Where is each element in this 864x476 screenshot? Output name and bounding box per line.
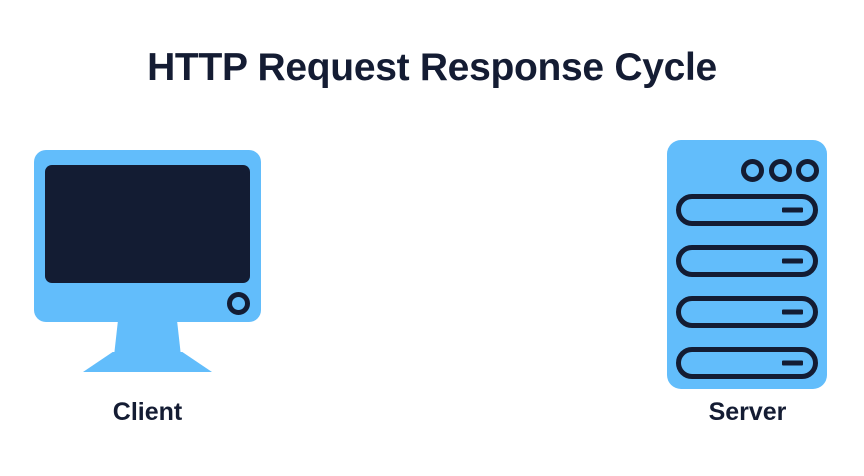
page-title: HTTP Request Response Cycle — [147, 46, 717, 89]
monitor-stand-base — [83, 352, 212, 372]
server-figure: Server — [600, 130, 864, 426]
client-label: Client — [112, 398, 183, 426]
indicator-light-icon — [768, 158, 792, 182]
rack-slot-dash-icon — [782, 207, 803, 213]
indicator-light-icon — [741, 158, 764, 182]
indicator-light-icon — [796, 158, 819, 182]
rack-slot-dash-icon — [782, 258, 803, 264]
monitor-screen — [45, 165, 250, 283]
rack-slot — [676, 245, 818, 277]
server-indicator-lights — [741, 158, 819, 182]
rack-slot — [676, 296, 818, 328]
rack-slot-dash-icon — [782, 360, 803, 366]
rack-slot — [676, 194, 818, 226]
server-rack-slots — [676, 194, 818, 380]
client-figure: Client — [0, 130, 295, 426]
power-indicator-icon — [227, 292, 250, 315]
server-label: Server — [708, 398, 787, 426]
monitor-stand-neck — [114, 320, 181, 356]
rack-slot — [676, 347, 818, 379]
rack-slot-dash-icon — [782, 309, 803, 315]
